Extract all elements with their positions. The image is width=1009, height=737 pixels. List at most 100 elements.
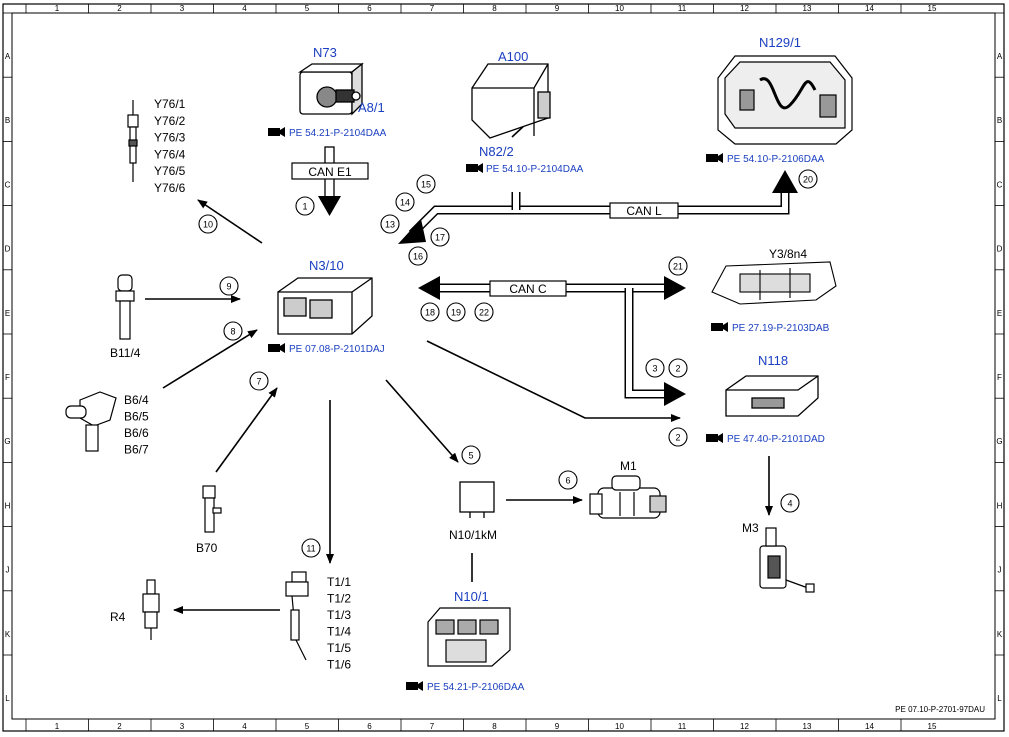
grid-col-label: 15 — [928, 722, 937, 731]
component-label: T1/5 — [327, 641, 351, 655]
ignition-switch-drawing — [297, 62, 364, 116]
signal-lines — [145, 110, 773, 614]
component-label: T1/2 — [327, 592, 351, 606]
sam-drawing — [427, 607, 511, 667]
component-label: Y76/5 — [154, 164, 186, 178]
grid-col-label: 15 — [928, 4, 937, 13]
svg-text:1: 1 — [302, 201, 307, 211]
b70-sensor-drawing — [202, 485, 222, 533]
svg-text:8: 8 — [230, 326, 235, 336]
component-label: T1/6 — [327, 658, 351, 672]
book-pointer-icon — [711, 322, 728, 332]
label-a100: A100 — [498, 49, 528, 64]
ignition-coil-drawing — [285, 571, 309, 661]
svg-text:20: 20 — [803, 174, 813, 184]
label-r4: R4 — [110, 610, 126, 624]
grid-col-label: 13 — [803, 4, 812, 13]
grid-row-label: A — [997, 52, 1003, 61]
svg-text:21: 21 — [673, 261, 683, 271]
grid-col-label: 10 — [615, 722, 624, 731]
grid-row-label: C — [997, 180, 1003, 189]
label-n118: N118 — [758, 353, 788, 368]
component-label: B6/5 — [124, 410, 149, 424]
circle-number: 15 — [416, 174, 436, 194]
grid-col-label: 9 — [555, 722, 560, 731]
book-pointer-icon — [406, 681, 423, 691]
component-label: B6/7 — [124, 443, 149, 457]
circle-number: 5 — [461, 445, 481, 465]
svg-text:18: 18 — [425, 307, 435, 317]
starter-drawing — [589, 475, 667, 519]
grid-col-label: 6 — [367, 722, 372, 731]
grid-col-label: 10 — [615, 4, 624, 13]
inner-frame — [11, 12, 996, 720]
grid-row-label: H — [997, 501, 1003, 510]
circle-number: 21 — [668, 256, 688, 276]
circle-number: 9 — [219, 276, 239, 296]
component-label: T1/4 — [327, 625, 351, 639]
circle-number: 2 — [668, 427, 688, 447]
spark-plug-drawing — [142, 579, 160, 640]
svg-text:6: 6 — [565, 475, 570, 485]
circle-number: 3 — [645, 358, 665, 378]
grid-col-label: 14 — [865, 4, 874, 13]
n118-drawing — [725, 375, 819, 417]
grid-col-label: 1 — [55, 4, 60, 13]
book-pointer-icon — [268, 343, 285, 353]
grid-row-label: G — [996, 437, 1002, 446]
grid-row-label: F — [5, 373, 10, 382]
grid-col-label: 5 — [305, 722, 310, 731]
svg-text:13: 13 — [385, 219, 395, 229]
ref-n3-10[interactable]: PE 07.08-P-2101DAJ — [268, 343, 385, 355]
grid-col-label: 6 — [367, 4, 372, 13]
grid-col-label: 11 — [678, 722, 687, 731]
grid-row-label: L — [997, 694, 1002, 703]
relay-drawing — [459, 481, 495, 518]
ref-n10-1[interactable]: PE 54.21-P-2106DAA — [406, 681, 525, 693]
book-pointer-icon — [706, 433, 723, 443]
ref-a100[interactable]: PE 54.10-P-2104DAA — [466, 163, 584, 175]
ref-n129[interactable]: PE 54.10-P-2106DAA — [706, 153, 825, 165]
grid-row-label: L — [5, 694, 10, 703]
label-n3-10: N3/10 — [309, 258, 344, 273]
n129-module-drawing — [717, 55, 853, 145]
grid-row-label: E — [5, 309, 10, 318]
label-m1: M1 — [620, 459, 637, 473]
grid-col-label: 4 — [242, 4, 247, 13]
grid-row-label: B — [997, 116, 1002, 125]
line-8 — [162, 329, 258, 389]
grid-col-label: 12 — [740, 4, 749, 13]
grid-columns: 1122334455667788991010111112121313141415… — [25, 4, 937, 731]
grid-col-label: 2 — [117, 4, 122, 13]
grid-row-label: K — [5, 630, 11, 639]
grid-row-label: D — [997, 245, 1003, 254]
book-pointer-icon — [466, 163, 483, 173]
svg-text:2: 2 — [675, 363, 680, 373]
ref-n118[interactable]: PE 47.40-P-2101DAD — [706, 433, 825, 445]
outer-frame — [2, 3, 1005, 732]
grid-col-label: 9 — [555, 4, 560, 13]
circle-number: 16 — [408, 246, 428, 266]
grid-col-label: 5 — [305, 4, 310, 13]
grid-row-label: A — [5, 52, 11, 61]
ref-n73[interactable]: PE 54.21-P-2104DAA — [268, 127, 387, 139]
ref-y3[interactable]: PE 27.19-P-2103DAB — [711, 322, 830, 334]
circle-number: 8 — [223, 321, 243, 341]
circle-number: 20 — [798, 169, 818, 189]
component-label: Y76/2 — [154, 114, 186, 128]
grid-row-label: E — [997, 309, 1002, 318]
component-label: Y76/1 — [154, 97, 186, 111]
label-n73: N73 — [313, 45, 337, 60]
label-b11-4: B11/4 — [110, 346, 141, 360]
y3-drawing — [711, 261, 837, 305]
can-e1-label: CAN E1 — [308, 165, 352, 179]
ref-n129-text: PE 54.10-P-2106DAA — [727, 154, 825, 165]
svg-text:22: 22 — [479, 307, 489, 317]
svg-text:16: 16 — [413, 251, 423, 261]
grid-col-label: 14 — [865, 722, 874, 731]
svg-text:14: 14 — [400, 197, 410, 207]
b6-list: B6/4B6/5B6/6B6/7 — [124, 393, 149, 457]
grid-row-label: J — [6, 566, 10, 575]
label-n10-1: N10/1 — [454, 589, 489, 604]
